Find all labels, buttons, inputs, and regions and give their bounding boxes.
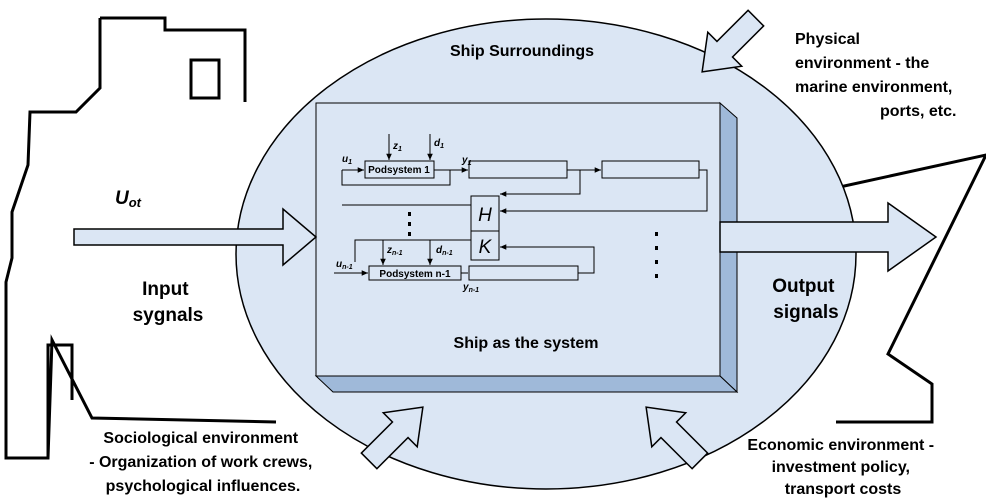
subsystem-1-label: Podsystem 1 bbox=[368, 165, 430, 176]
subsystem-n1b-block bbox=[468, 265, 579, 281]
ship-lower-hull bbox=[46, 343, 74, 458]
physical-environment-arrow bbox=[701, 9, 765, 73]
dn1-label: dn-1 bbox=[436, 245, 453, 257]
sociological-environment-text: Sociological environment - Organization … bbox=[89, 430, 317, 495]
box-bottom-face bbox=[314, 375, 739, 393]
economic-environment-text: Economic environment - investment policy… bbox=[747, 437, 938, 498]
ship-outline bbox=[4, 16, 986, 460]
sociological-environment-arrow bbox=[360, 406, 424, 470]
ship-stern-superstructure bbox=[4, 18, 277, 460]
vertical-ellipsis-left bbox=[408, 212, 411, 236]
subsystem-2-block bbox=[468, 160, 568, 179]
y1-label: y1 bbox=[461, 155, 472, 167]
ship-surroundings-title: Ship Surroundings bbox=[450, 43, 594, 60]
feedback-1-line bbox=[341, 170, 451, 186]
feedback-3-to-h bbox=[500, 169, 708, 214]
input-arrow bbox=[73, 207, 318, 267]
ship-window bbox=[189, 58, 221, 100]
z1-label: z1 bbox=[392, 141, 402, 153]
un1-label: un-1 bbox=[336, 259, 353, 271]
block-diagram bbox=[334, 134, 708, 281]
vertical-ellipsis-right bbox=[655, 232, 658, 278]
feedback-2-to-h bbox=[500, 169, 581, 197]
ship-system-box bbox=[314, 101, 739, 394]
h-block bbox=[470, 195, 500, 232]
h-label: H bbox=[478, 205, 492, 226]
ship-bow bbox=[825, 153, 986, 424]
subsystem-3-block bbox=[601, 160, 700, 179]
input-symbol: Uot bbox=[115, 188, 142, 210]
k-label: K bbox=[479, 237, 493, 258]
d1-label: d1 bbox=[434, 138, 444, 150]
ship-system-title: Ship as the system bbox=[454, 335, 599, 352]
output-label: Output signals bbox=[772, 276, 840, 323]
zn1-label: zn-1 bbox=[386, 245, 403, 257]
k-block bbox=[470, 230, 500, 261]
subsystem-n1-label: Podsystem n-1 bbox=[379, 269, 451, 280]
feedback-n1-to-k bbox=[500, 244, 595, 274]
u1-label: u1 bbox=[342, 154, 352, 166]
physical-environment-text: Physical environment - the marine enviro… bbox=[795, 31, 957, 120]
ship-bridge-tower bbox=[100, 16, 247, 102]
economic-environment-arrow bbox=[645, 406, 709, 470]
yn1-label: yn-1 bbox=[462, 282, 479, 294]
input-label: Input sygnals bbox=[133, 279, 204, 326]
k-to-left-line bbox=[354, 239, 471, 262]
output-arrow bbox=[719, 201, 938, 273]
